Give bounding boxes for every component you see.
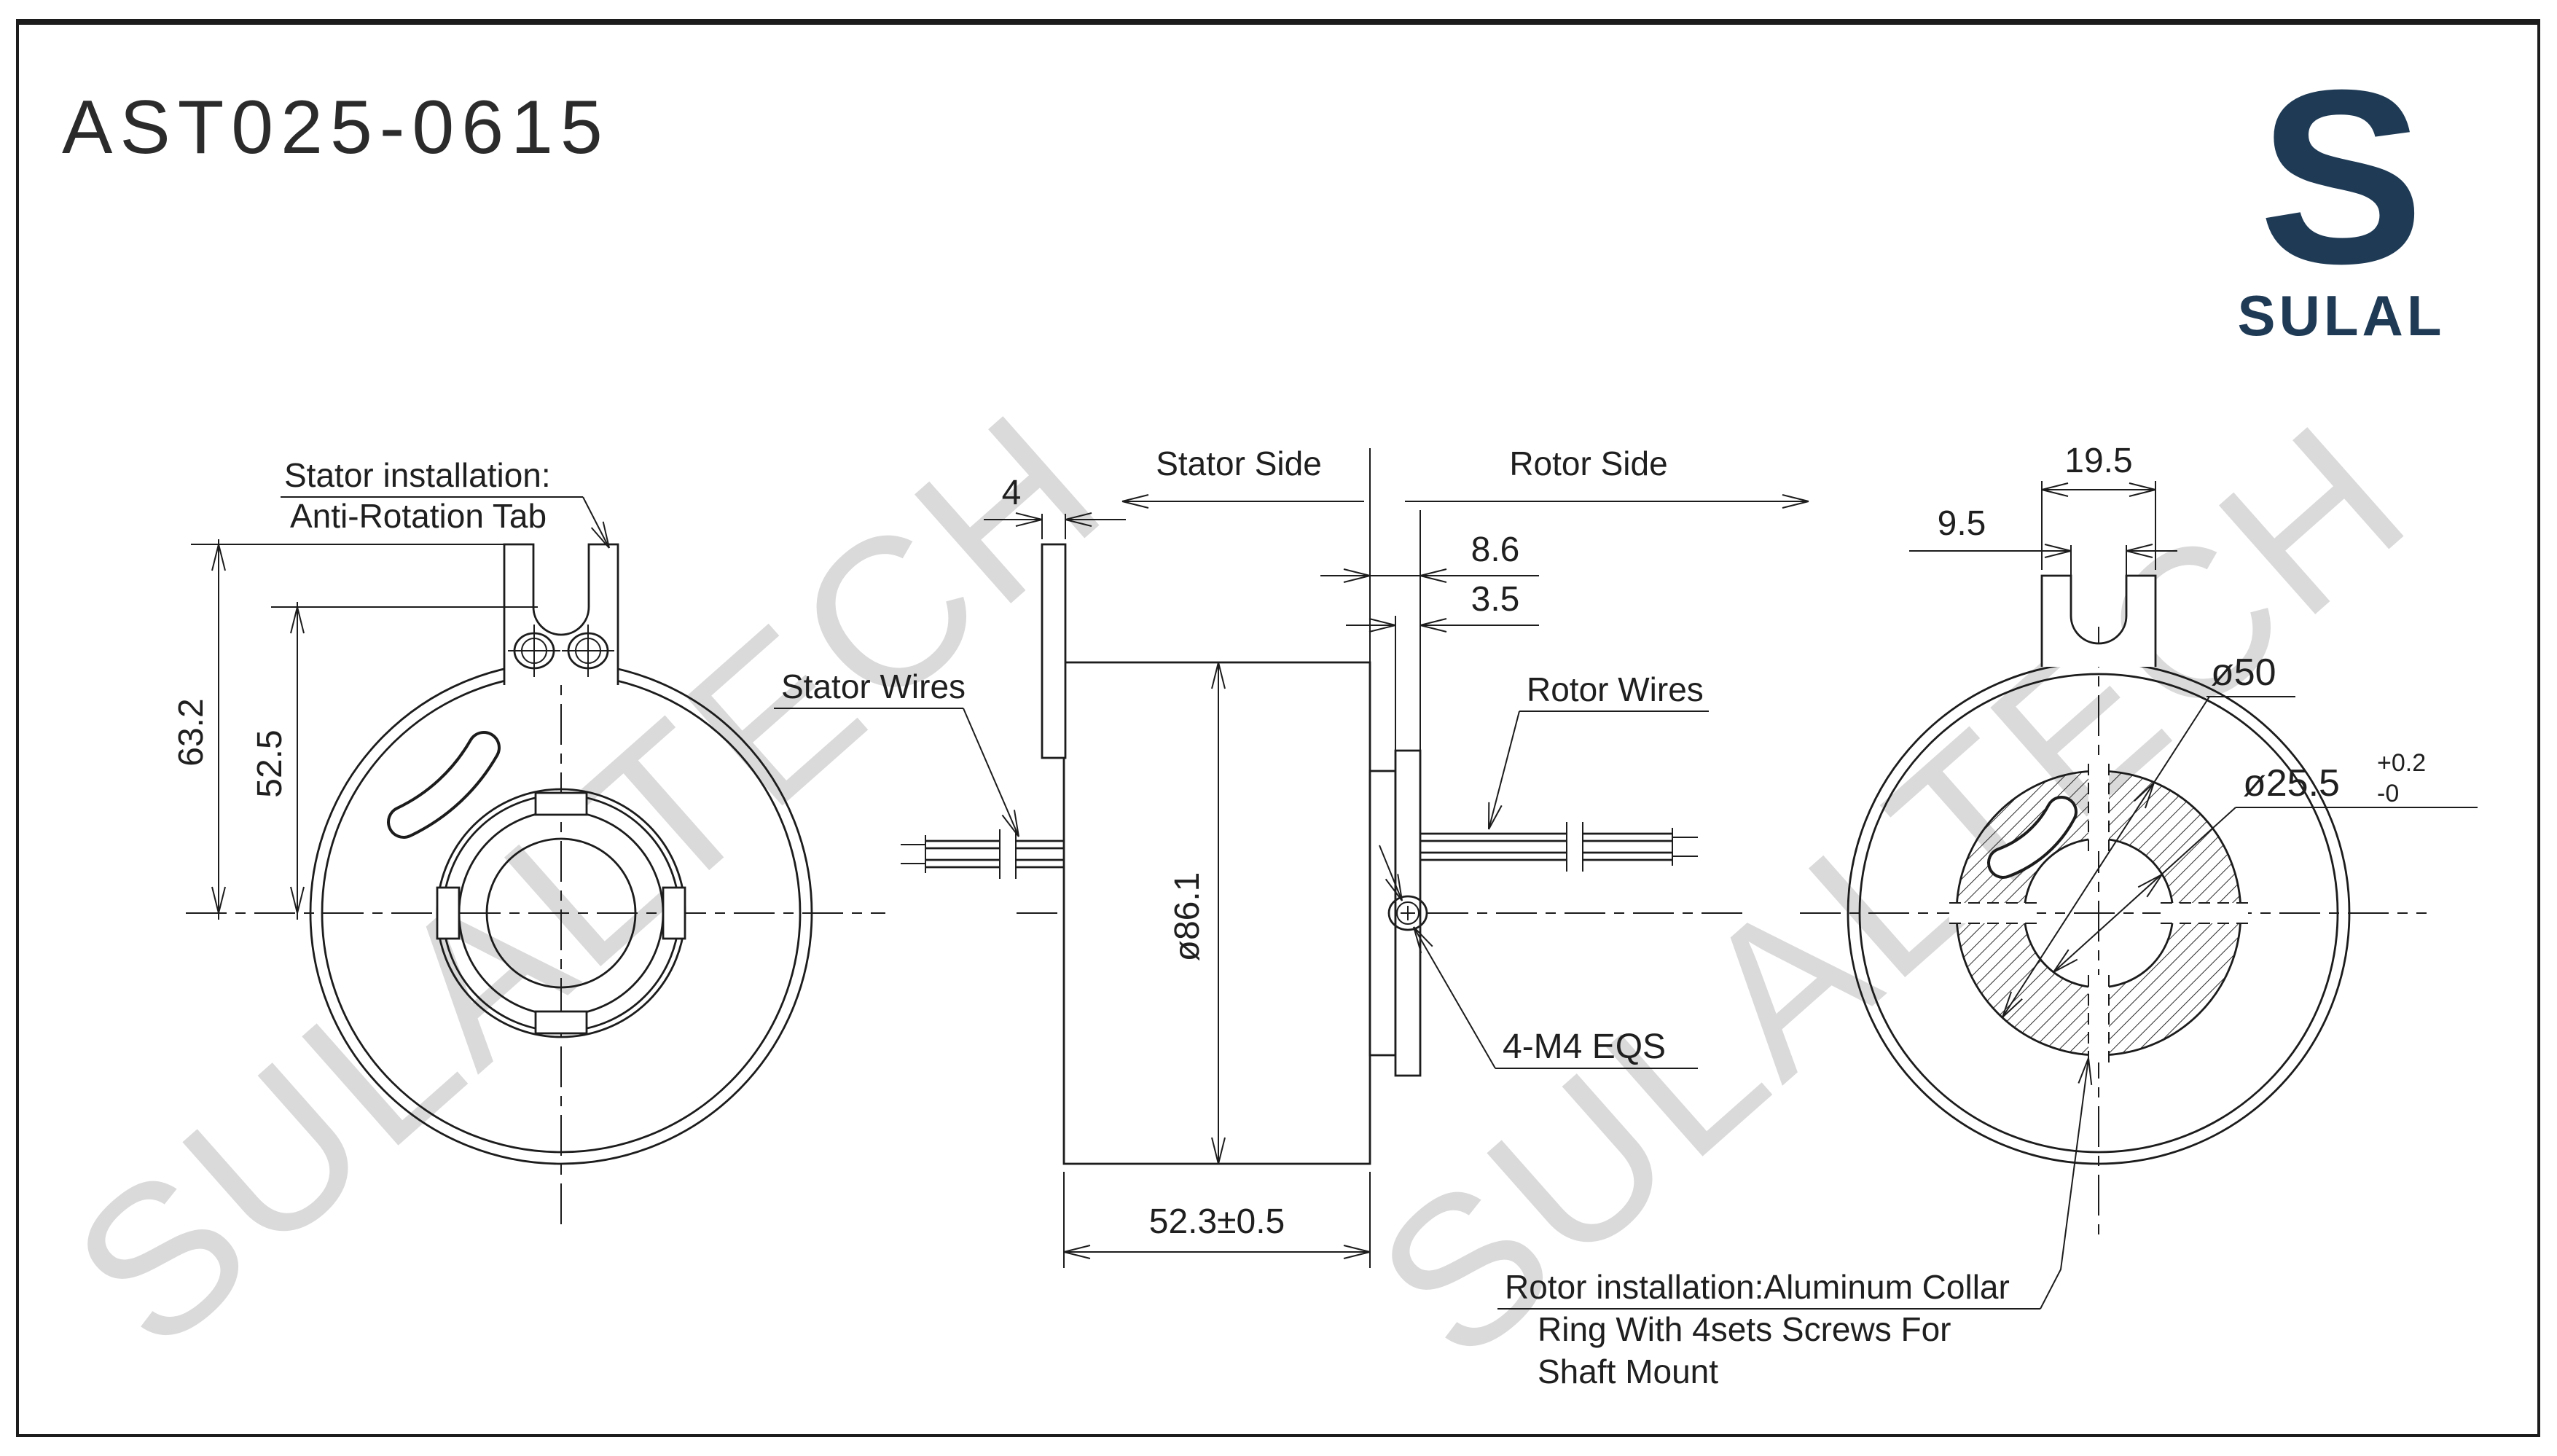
castellation-tab-right [662,886,686,940]
label-line-1: Stator installation: [284,456,551,494]
rotor-view: 19.5 9.5 ø50 ø25.5 +0.2 -0 [1497,442,2478,1390]
label-line-2: Anti-Rotation Tab [290,497,547,535]
stator-wires [901,829,1064,879]
tab-screw-left [508,625,560,677]
dim-text: ø50 [2211,651,2276,694]
castellation-tab-top [534,791,588,816]
screw-channel-bottom [2088,975,2110,1062]
brand-logo: S SULAL [2238,39,2446,348]
dim-4: 4 [984,474,1126,539]
dim-text: 52.5 [251,729,289,797]
watermark-left: SULALTECH [30,367,1146,1393]
rotor-side-label: Rotor Side [1405,445,1809,509]
label: Stator Side [1156,445,1322,482]
bore-circle [485,837,637,989]
dim-text: 9.5 [1938,504,1986,543]
drawing-border [16,19,2540,1437]
watermark-text: SULALTECH [30,367,1146,1393]
dim-text: ø86.1 [1168,872,1207,962]
housing-inner-circle [1858,673,2339,1154]
dim-52-5: 52.5 [251,602,538,920]
dim-52-3: 52.3±0.5 [1063,1172,1371,1268]
tolerance-upper: +0.2 [2377,749,2426,777]
side-view: Stator Side Rotor Side 4 8.6 [774,445,1809,1268]
wire-slot [1990,799,2075,876]
wire-slot [390,734,498,836]
collar-set-screw [1387,895,1428,931]
tolerance-lower: -0 [2377,780,2399,807]
dim-text: 63.2 [172,698,211,766]
label-line-1: Rotor installation:Aluminum Collar [1505,1268,2010,1306]
label: Stator Wires [781,668,966,705]
dim-text: 8.6 [1471,531,1520,569]
anti-rotation-tab [2040,574,2157,667]
screw-channel-top [2088,764,2110,851]
dim-d50: ø50 [1996,651,2295,1022]
dim-text: 4 [1002,474,1022,512]
screw-channel-left [1949,902,2037,924]
front-view: 63.2 52.5 Stator installation: Anti-Rota… [172,456,885,1224]
anti-rotation-tab [503,543,619,685]
castellation-tab-bottom [534,1010,588,1035]
dim-d86-1: ø86.1 [1168,662,1226,1165]
dim-63-2: 63.2 [172,539,506,920]
label: Rotor Side [1509,445,1667,482]
label: Rotor Wires [1527,670,1704,708]
logo-s-mark-icon: S [2259,39,2424,316]
rotor-wires [1420,822,1698,872]
tab-screw-right [562,625,614,677]
dim-text: 3.5 [1471,580,1520,619]
stator-wires-callout: Stator Wires [774,668,1026,840]
stator-side-label: Stator Side [1121,445,1364,509]
rotor-installation-callout: Rotor installation:Aluminum Collar Ring … [1497,1056,2096,1390]
drawing-title: AST025-0615 [62,85,610,170]
label: 4-M4 EQS [1503,1028,1666,1066]
dim-9-5: 9.5 [1909,504,2177,583]
logo-brand-name: SULAL [2238,283,2446,348]
dim-d25-5: ø25.5 +0.2 -0 [2048,749,2478,978]
label-line-3: Shaft Mount [1538,1353,1718,1390]
screw-channel-right [2161,902,2248,924]
rotor-boss [1368,770,1397,1057]
dim-text: 52.3±0.5 [1149,1202,1285,1241]
castellation-tab-left [436,886,461,940]
dim-3-5: 3.5 [1346,580,1539,633]
dim-text: ø25.5 [2243,762,2340,805]
dim-19-5: 19.5 [2041,442,2156,570]
stator-body [1062,661,1371,1165]
screw-callout: 4-M4 EQS [1379,845,1698,1069]
stator-installation-callout: Stator installation: Anti-Rotation Tab [281,456,616,552]
dim-text: 19.5 [2064,442,2132,480]
rotor-wires-callout: Rotor Wires [1481,670,1709,832]
dim-8-6: 8.6 [1320,531,1539,583]
anti-rotation-tab-edge [1041,543,1067,759]
label-line-2: Ring With 4sets Screws For [1538,1310,1951,1348]
